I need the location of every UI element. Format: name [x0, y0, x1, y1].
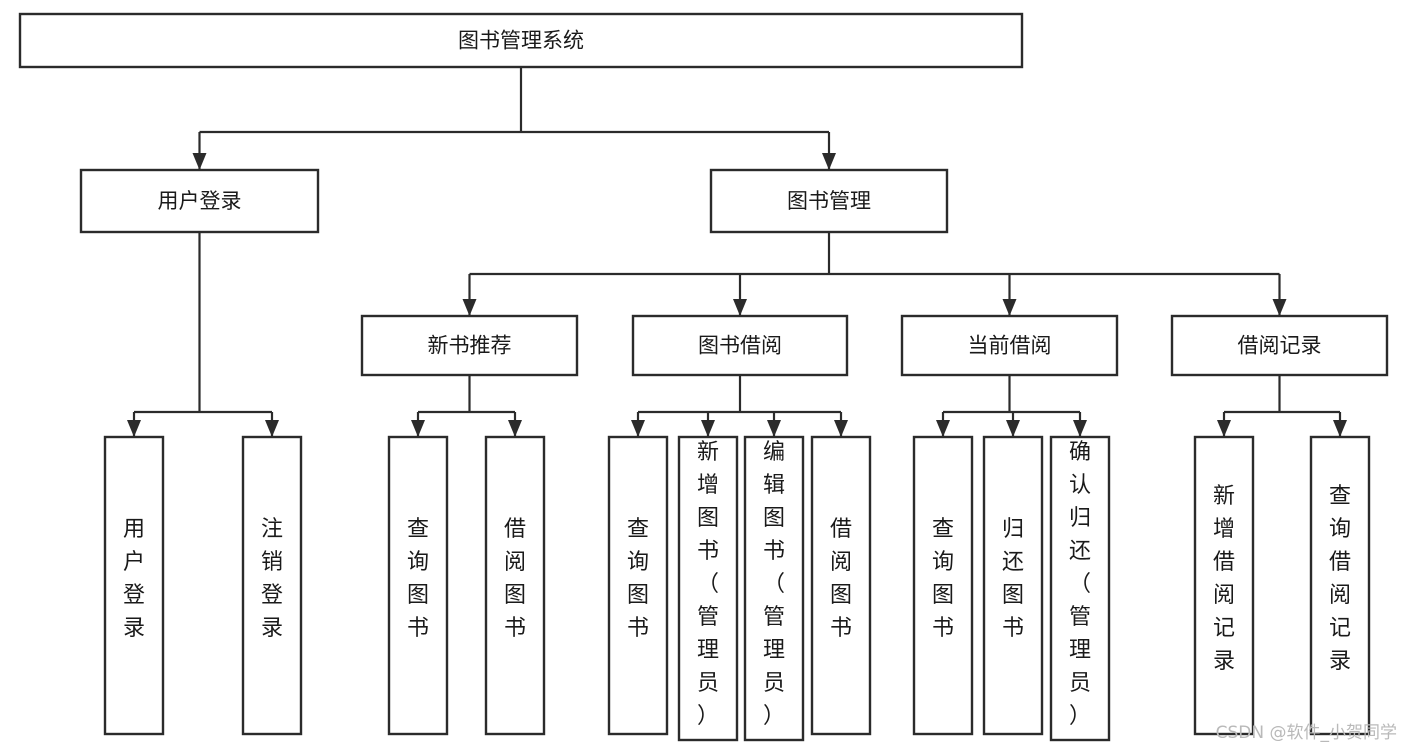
node-label: 借阅图书 — [504, 517, 526, 641]
edge-arrow-icon — [411, 420, 425, 437]
edge-arrow-icon — [936, 420, 950, 437]
node-user-login[interactable]: 用户登录 — [79, 168, 320, 234]
node-label: 借阅图书 — [830, 517, 852, 641]
node-label: 图书管理 — [787, 189, 871, 213]
node-box — [387, 435, 449, 736]
node-leaf-query-borrow-record[interactable]: 查询借阅记录 — [1309, 435, 1371, 736]
node-leaf-query-book-3[interactable]: 查询图书 — [912, 435, 974, 736]
node-box — [1049, 435, 1111, 742]
edge-arrow-icon — [462, 299, 477, 316]
node-leaf-return-book[interactable]: 归还图书 — [982, 435, 1044, 736]
node-box — [18, 12, 1024, 69]
node-box — [677, 435, 739, 742]
edge-arrow-icon — [265, 420, 279, 437]
edge-arrow-icon — [1272, 299, 1287, 316]
node-label: 确认归还（管理员） — [1069, 440, 1091, 729]
node-box — [900, 314, 1119, 377]
node-current-borrow[interactable]: 当前借阅 — [900, 314, 1119, 377]
node-label: 归还图书 — [1002, 517, 1024, 641]
node-box — [982, 435, 1044, 736]
node-leaf-borrow-book-2[interactable]: 借阅图书 — [810, 435, 872, 736]
node-leaf-edit-book[interactable]: 编辑图书（管理员） — [743, 435, 805, 742]
node-label: 图书借阅 — [698, 334, 782, 358]
edge-arrow-icon — [767, 420, 781, 437]
node-leaf-query-book-1[interactable]: 查询图书 — [387, 435, 449, 736]
edge-arrow-icon — [631, 420, 645, 437]
node-box — [631, 314, 849, 377]
node-box — [1193, 435, 1255, 736]
edge-arrow-icon — [822, 153, 836, 170]
node-box — [743, 435, 805, 742]
node-label: 新增图书（管理员） — [697, 440, 719, 729]
edge-arrow-icon — [834, 420, 848, 437]
node-label: 查询图书 — [932, 517, 954, 641]
edge-arrow-icon — [192, 153, 207, 170]
node-label: 用户登录 — [123, 517, 145, 641]
edge-arrow-icon — [1073, 420, 1087, 437]
edge-arrow-icon — [733, 299, 747, 316]
node-box — [607, 435, 669, 736]
edge-arrow-icon — [127, 420, 141, 437]
node-label: 编辑图书（管理员） — [763, 440, 785, 729]
node-label: 查询图书 — [407, 517, 429, 641]
node-label: 新增借阅记录 — [1213, 484, 1235, 674]
node-box — [1309, 435, 1371, 736]
watermark-label: CSDN @软件_小贺同学 — [1215, 723, 1397, 743]
node-label: 查询图书 — [627, 517, 649, 641]
edge-arrow-icon — [1217, 420, 1231, 437]
node-leaf-add-borrow-record[interactable]: 新增借阅记录 — [1193, 435, 1255, 736]
node-box — [709, 168, 949, 234]
edge-arrow-icon — [701, 420, 715, 437]
node-borrow-records[interactable]: 借阅记录 — [1170, 314, 1389, 377]
node-label: 图书管理系统 — [458, 29, 584, 53]
node-box — [1170, 314, 1389, 377]
edge-arrow-icon — [1333, 420, 1347, 437]
node-leaf-borrow-book-1[interactable]: 借阅图书 — [484, 435, 546, 736]
node-leaf-query-book-2[interactable]: 查询图书 — [607, 435, 669, 736]
node-label: 当前借阅 — [968, 334, 1052, 358]
edges-layer — [127, 67, 1347, 437]
node-label: 新书推荐 — [428, 334, 512, 358]
node-new-book-recommend[interactable]: 新书推荐 — [360, 314, 579, 377]
node-box — [810, 435, 872, 736]
node-box — [241, 435, 303, 736]
node-label: 查询借阅记录 — [1329, 484, 1351, 674]
edge-arrow-icon — [1002, 299, 1017, 316]
node-book-borrow[interactable]: 图书借阅 — [631, 314, 849, 377]
node-label: 注销登录 — [261, 517, 283, 641]
node-leaf-user-login[interactable]: 用户登录 — [103, 435, 165, 736]
edge-arrow-icon — [1006, 420, 1020, 437]
edge-arrow-icon — [508, 420, 522, 437]
node-box — [912, 435, 974, 736]
node-box — [79, 168, 320, 234]
nodes-layer: 图书管理系统用户登录图书管理新书推荐图书借阅当前借阅借阅记录用户登录注销登录查询… — [18, 12, 1389, 742]
node-box — [103, 435, 165, 736]
node-leaf-add-book[interactable]: 新增图书（管理员） — [677, 435, 739, 742]
node-leaf-logout-login[interactable]: 注销登录 — [241, 435, 303, 736]
node-book-manage[interactable]: 图书管理 — [709, 168, 949, 234]
node-box — [360, 314, 579, 377]
node-label: 借阅记录 — [1238, 334, 1322, 358]
node-root[interactable]: 图书管理系统 — [18, 12, 1024, 69]
node-leaf-confirm-return[interactable]: 确认归还（管理员） — [1049, 435, 1111, 742]
node-box — [484, 435, 546, 736]
node-label: 用户登录 — [158, 189, 242, 213]
